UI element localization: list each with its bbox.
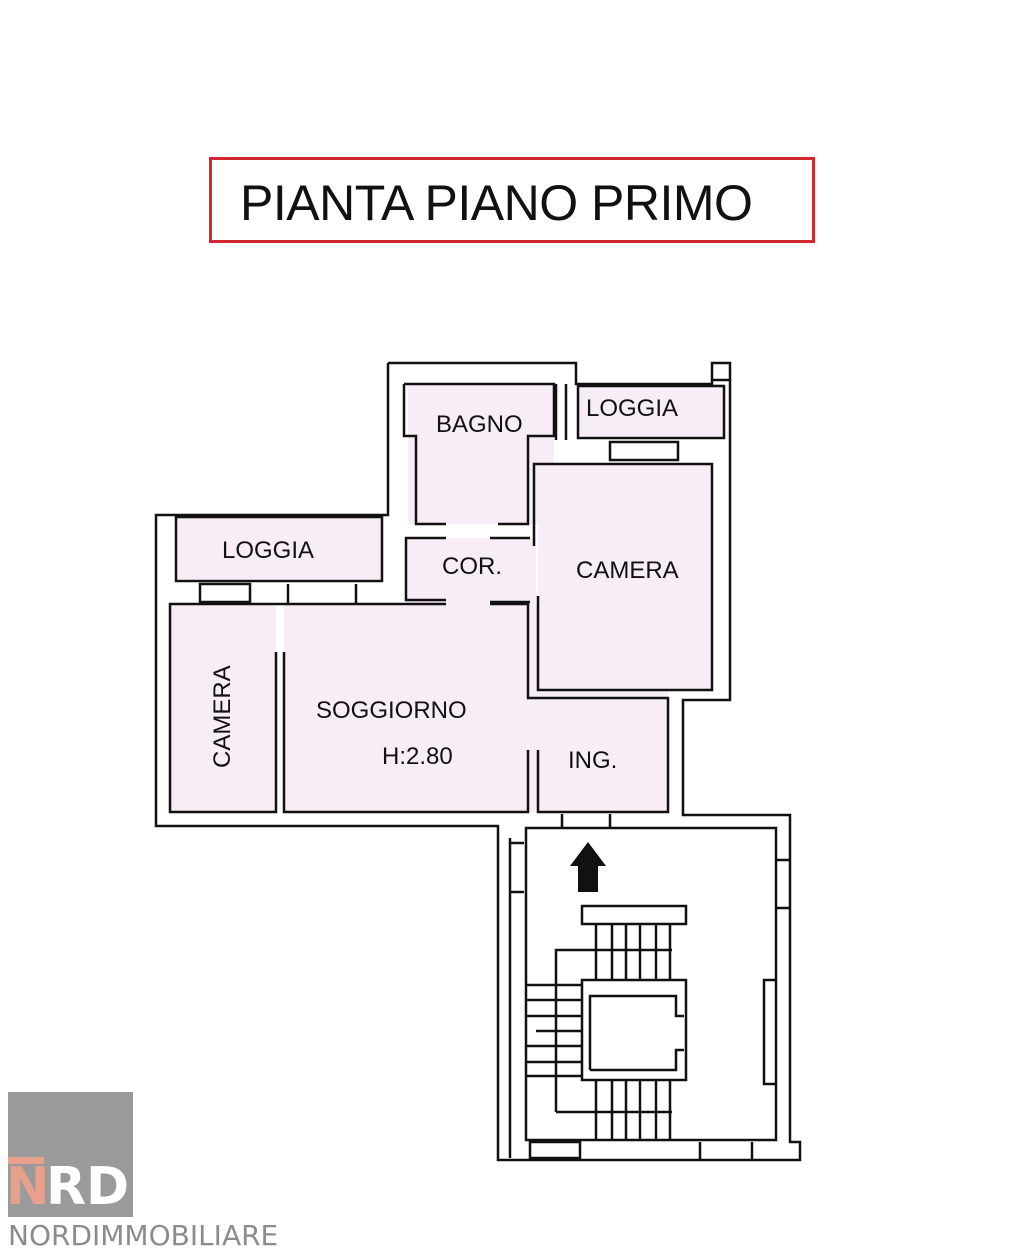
room-label-cor: COR.	[442, 553, 502, 580]
room-label-soggiorno: SOGGIORNO	[316, 697, 467, 724]
room-fills	[170, 384, 724, 812]
room-label-camera-left: CAMERA	[209, 665, 236, 768]
stair-treads	[526, 924, 672, 1140]
room-label-loggia-left: LOGGIA	[222, 537, 314, 564]
plan-title-box: PIANTA PIANO PRIMO	[209, 157, 815, 243]
logo-mark-rd: RD	[46, 1157, 130, 1217]
logo-company-name: NORDIMMOBILIARE	[8, 1219, 279, 1252]
logo-square	[8, 1092, 133, 1217]
room-label-bagno: BAGNO	[436, 411, 523, 438]
room-label-camera-right: CAMERA	[576, 557, 679, 584]
room-height-label: H:2.80	[382, 743, 453, 770]
entrance-arrow-icon	[570, 842, 606, 892]
room-label-loggia-top: LOGGIA	[586, 395, 678, 422]
walls	[154, 361, 802, 1162]
room-label-ingresso: ING.	[568, 747, 617, 774]
plan-title: PIANTA PIANO PRIMO	[240, 175, 753, 231]
logo-accent-bar	[8, 1157, 44, 1164]
logo-mark-n: N	[6, 1157, 50, 1217]
